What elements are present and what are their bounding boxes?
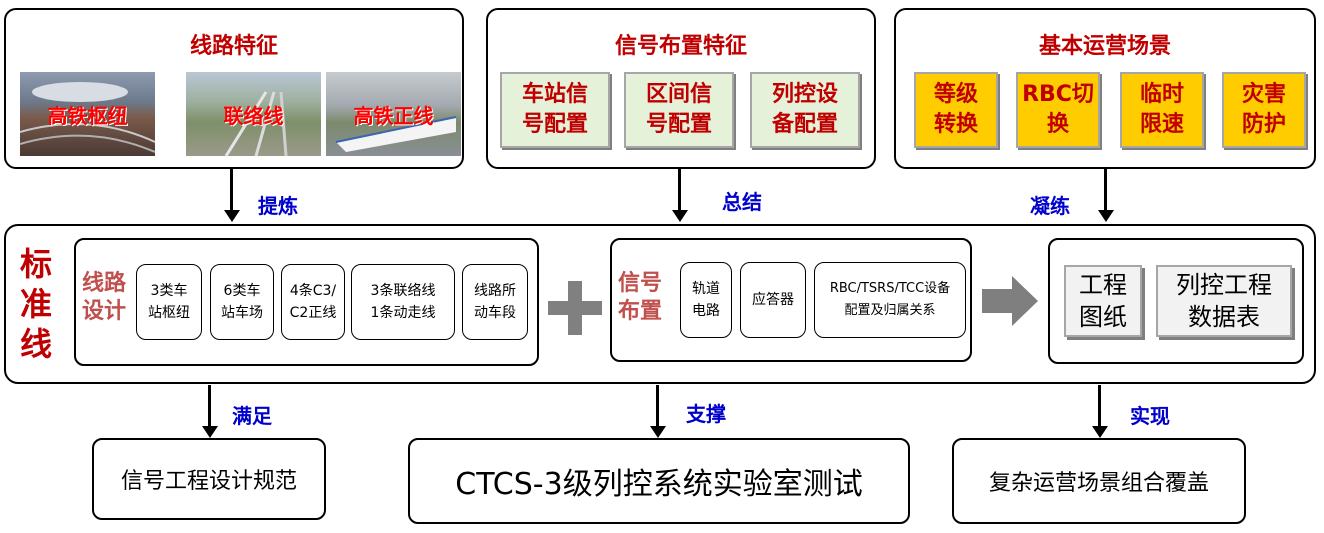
line-features-title: 线路特征 bbox=[189, 34, 278, 59]
scenarios-title: 基本运营场景 bbox=[1038, 34, 1171, 59]
station-signal-config-box: 车站信号配置 bbox=[500, 72, 610, 148]
standard-line-label: 标 准 线 bbox=[19, 245, 52, 363]
hub-photo-label: 高铁枢纽 bbox=[47, 104, 128, 128]
plus-icon bbox=[548, 281, 602, 335]
arrow-satisfy-line bbox=[208, 385, 211, 429]
balise-box: 应答器 bbox=[740, 262, 806, 338]
arrow-refine-head bbox=[224, 210, 240, 222]
arrow-satisfy-head bbox=[202, 426, 218, 438]
hub-photo: 高铁枢纽 bbox=[20, 72, 155, 156]
arrow-refine-line bbox=[230, 169, 233, 213]
arrow-realize-line bbox=[1098, 385, 1101, 429]
signal-layout-panel: 信号布置特征 车站信号配置 区间信号配置 列控设备配置 bbox=[486, 8, 876, 169]
arrow-summarize-head bbox=[672, 210, 688, 222]
rbc-tsrs-tcc-box: RBC/TSRS/TCC设备配置及归属关系 bbox=[814, 262, 966, 338]
arrow-refine-label: 提炼 bbox=[258, 194, 298, 218]
section-signal-config-box: 区间信号配置 bbox=[624, 72, 734, 148]
route-design-label: 线路 设计 bbox=[82, 271, 127, 324]
arrow-support-head bbox=[650, 426, 666, 438]
arrow-satisfy-label: 满足 bbox=[232, 404, 272, 428]
level-transition-box: 等级转换 bbox=[914, 72, 998, 148]
arrow-realize-label: 实现 bbox=[1130, 404, 1170, 428]
station-image-icon bbox=[20, 82, 155, 153]
engineering-drawings-box: 工程图纸 bbox=[1064, 265, 1142, 337]
temporary-speed-restriction-box: 临时限速 bbox=[1120, 72, 1204, 148]
main-line-photo-label: 高铁正线 bbox=[353, 104, 434, 128]
rbc-handover-box: RBC切换 bbox=[1016, 72, 1100, 148]
signal-design-spec-box: 信号工程设计规范 bbox=[92, 438, 326, 520]
scenario-coverage-box: 复杂运营场景组合覆盖 bbox=[952, 438, 1246, 524]
main-lines-box: 4条C3/C2正线 bbox=[281, 264, 345, 340]
station-yard-types-box: 6类车站车场 bbox=[210, 264, 274, 340]
arrow-realize-head bbox=[1092, 426, 1108, 438]
arrow-condense-line bbox=[1104, 169, 1107, 213]
disaster-protection-box: 灾害防护 bbox=[1222, 72, 1306, 148]
track-circuit-box: 轨道电路 bbox=[680, 262, 732, 338]
arrow-condense-label: 凝练 bbox=[1030, 194, 1070, 218]
signal-layout-title: 信号布置特征 bbox=[614, 34, 747, 59]
arrow-support-label: 支撑 bbox=[686, 402, 726, 426]
connecting-line-photo: 联络线 bbox=[186, 72, 321, 156]
line-features-panel: 线路特征 高铁枢纽 联络线 高铁正线 bbox=[4, 8, 464, 169]
main-line-photo: 高铁正线 bbox=[326, 72, 461, 156]
line-station-depot-box: 线路所动车段 bbox=[462, 264, 528, 340]
ctcs3-lab-test-box: CTCS-3级列控系统实验室测试 bbox=[408, 438, 910, 524]
train-control-data-table-box: 列控工程数据表 bbox=[1156, 265, 1292, 337]
train-image-icon bbox=[335, 116, 457, 152]
arrow-summarize-label: 总结 bbox=[722, 190, 762, 214]
rail-lines-image-icon bbox=[224, 91, 288, 156]
scenarios-panel: 基本运营场景 等级转换 RBC切换 临时限速 灾害防护 bbox=[894, 8, 1316, 169]
signal-layout-label: 信号 布置 bbox=[618, 271, 663, 324]
arrow-summarize-line bbox=[678, 169, 681, 213]
station-hub-types-box: 3类车站枢纽 bbox=[136, 264, 202, 340]
train-control-config-box: 列控设备配置 bbox=[750, 72, 860, 148]
arrow-condense-head bbox=[1098, 210, 1114, 222]
right-arrow-icon bbox=[982, 276, 1038, 326]
connecting-line-photo-label: 联络线 bbox=[223, 104, 284, 128]
arrow-support-line bbox=[656, 385, 659, 429]
